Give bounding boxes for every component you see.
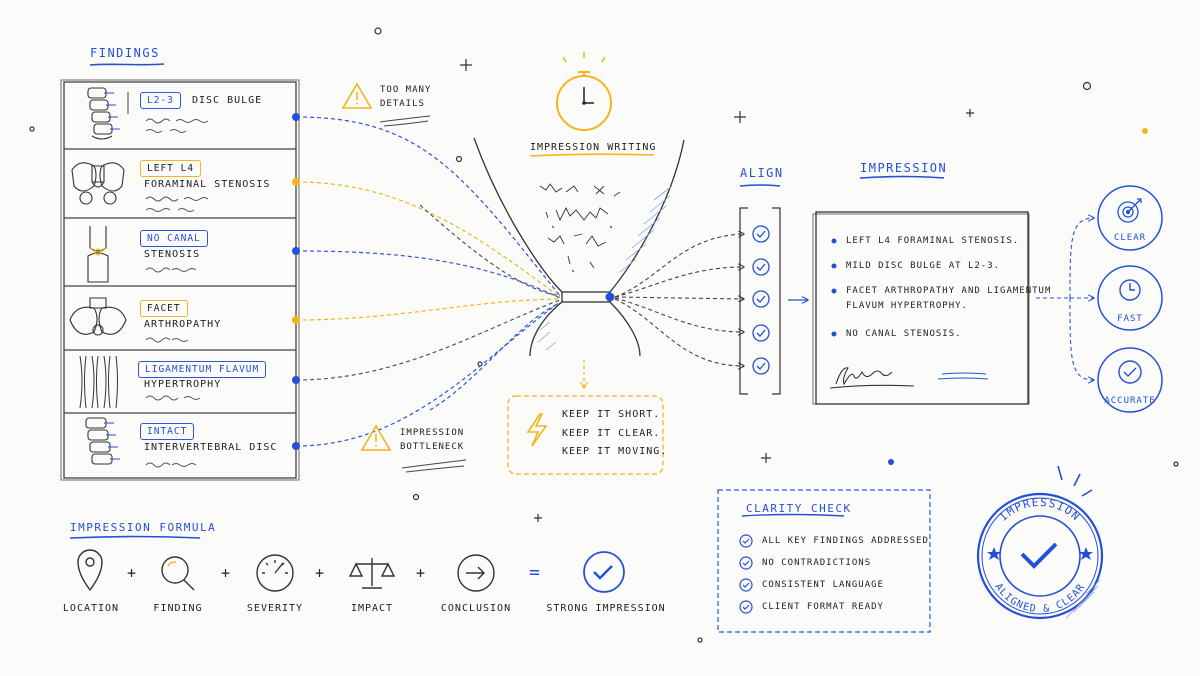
- clarity-item-2: NO CONTRADICTIONS: [762, 558, 872, 568]
- formula-item-impact: IMPACT: [350, 603, 394, 614]
- outcome-label-accurate: ACCURATE: [1104, 396, 1156, 406]
- finding-connectors: [295, 116, 561, 447]
- tips-box: [507, 395, 664, 475]
- impression-bullet-3: FACET ARTHROPATHY AND LIGAMENTUM: [846, 286, 1052, 296]
- impression-bullet-4: NO CANAL STENOSIS.: [846, 329, 962, 339]
- formula-plus-4: +: [416, 564, 427, 582]
- formula-title: IMPRESSION FORMULA: [70, 521, 217, 534]
- pelvis-icon-1: [71, 162, 125, 205]
- signature: [829, 367, 989, 389]
- checkmark-icon: [1118, 360, 1142, 384]
- vertebrae-icon: [85, 417, 120, 465]
- knee-joint-icon: [87, 226, 109, 283]
- finding-text-2: FORAMINAL STENOSIS: [144, 179, 271, 190]
- pelvis-icon-2: [69, 297, 127, 336]
- finding-tag-3: NO CANAL: [140, 230, 208, 247]
- connector-dots: [292, 113, 300, 450]
- magnifier-icon: [161, 556, 195, 591]
- warning-1-line-2: DETAILS: [380, 99, 425, 109]
- arrow-circle-icon: [457, 554, 495, 592]
- finding-text-4: ARTHROPATHY: [144, 319, 222, 330]
- warning-1-line-1: TOO MANY: [380, 85, 432, 95]
- finding-tag-1: L2-3: [140, 92, 181, 109]
- stamp-top-text: IMPRESSION: [997, 496, 1083, 524]
- outcome-circles: [1097, 185, 1163, 413]
- align-column: [739, 207, 781, 395]
- finding-text-5: HYPERTROPHY: [144, 379, 222, 390]
- decorative-marks: [29, 27, 1179, 643]
- lightning-icon: [526, 413, 548, 447]
- formula-plus-2: +: [221, 564, 232, 582]
- stamp-stars: [987, 547, 1093, 560]
- align-checks: [752, 225, 770, 375]
- finding-tag-4: FACET: [140, 300, 188, 317]
- formula-item-finding: FINDING: [153, 603, 203, 614]
- warning-triangle-icon-2: [360, 424, 392, 451]
- outcome-connectors: [1036, 218, 1094, 380]
- ligament-fibers-icon: [79, 355, 118, 409]
- clarity-item-3: CONSISTENT LANGUAGE: [762, 580, 884, 590]
- finding-text-1: DISC BULGE: [192, 95, 263, 106]
- finding-tag-6: INTACT: [140, 423, 195, 440]
- findings-title: FINDINGS: [90, 46, 160, 60]
- impression-bullets: [831, 238, 837, 337]
- location-pin-icon: [77, 549, 103, 592]
- formula-item-location: LOCATION: [62, 603, 120, 614]
- funnel-hatching: [537, 185, 673, 351]
- formula-item-conclusion: CONCLUSION: [440, 603, 512, 614]
- clarity-item-1: ALL KEY FINDINGS ADDRESSED: [762, 536, 929, 546]
- stopwatch-icon: [556, 52, 612, 131]
- tip-line-1: KEEP IT SHORT.: [562, 409, 661, 420]
- impression-bullet-1: LEFT L4 FORAMINAL STENOSIS.: [846, 236, 1020, 246]
- clarity-box: [717, 489, 931, 633]
- warning-triangle-icon-1: [341, 82, 373, 109]
- findings-table-frame: [60, 79, 300, 481]
- tip-line-2: KEEP IT CLEAR.: [562, 428, 661, 439]
- stamp-bottom-text: ALIGNED & CLEAR: [992, 582, 1087, 615]
- finding-text-3: STENOSIS: [144, 249, 201, 260]
- tip-line-3: KEEP IT MOVING.: [562, 446, 668, 457]
- clarity-checks: [739, 534, 753, 614]
- clock-icon: [1119, 279, 1141, 301]
- stamp-seal: [976, 465, 1104, 620]
- target-icon: [1117, 198, 1142, 223]
- scale-icon: [348, 558, 396, 589]
- impression-title: IMPRESSION: [860, 161, 948, 175]
- outcome-label-fast: FAST: [1117, 314, 1143, 324]
- formula-result: STRONG IMPRESSION: [546, 603, 666, 614]
- formula-item-severity: SEVERITY: [246, 603, 304, 614]
- checkmark-circle-icon: [583, 551, 625, 593]
- clarity-title: CLARITY CHECK: [746, 502, 852, 515]
- findings-scribbles: [145, 118, 209, 468]
- warning-2-line-2: BOTTLENECK: [400, 442, 465, 452]
- formula-equals: =: [529, 562, 541, 583]
- impression-box: [812, 211, 1030, 405]
- gauge-icon: [256, 554, 294, 592]
- formula-plus-1: +: [127, 564, 138, 582]
- funnel-label: IMPRESSION WRITING: [530, 142, 657, 153]
- formula-plus-3: +: [315, 564, 326, 582]
- warning-2-line-1: IMPRESSION: [400, 428, 465, 438]
- funnel-scribbles: [539, 183, 621, 273]
- impression-bullet-2: MILD DISC BULGE AT L2-3.: [846, 261, 1001, 271]
- lumbar-spine-icon: [87, 87, 120, 140]
- clarity-item-4: CLIENT FORMAT READY: [762, 602, 884, 612]
- funnel-shape: [473, 137, 685, 357]
- align-connectors: [614, 234, 744, 366]
- finding-text-6: INTERVERTEBRAL DISC: [144, 442, 278, 453]
- finding-tag-2: LEFT L4: [140, 160, 202, 177]
- outcome-label-clear: CLEAR: [1113, 233, 1147, 243]
- impression-bullet-3-cont: FLAVUM HYPERTROPHY.: [846, 301, 968, 311]
- align-label: ALIGN: [740, 166, 784, 180]
- finding-tag-5: LIGAMENTUM FLAVUM: [138, 361, 267, 378]
